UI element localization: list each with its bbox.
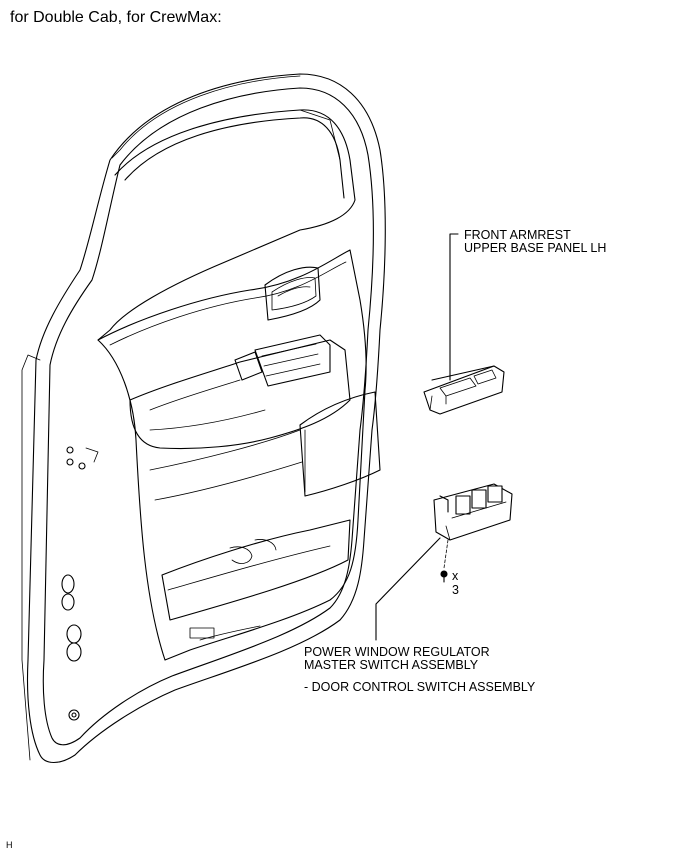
switch-label-line2: MASTER SWITCH ASSEMBLY bbox=[304, 658, 479, 672]
page-heading: for Double Cab, for CrewMax: bbox=[10, 9, 222, 26]
armrest-label-line1: FRONT ARMREST bbox=[464, 228, 571, 242]
window-frame bbox=[97, 109, 356, 341]
hinge-holes bbox=[61, 446, 99, 721]
corner-mark: H bbox=[6, 840, 13, 850]
switch-leader-line bbox=[375, 537, 441, 641]
armrest-leader-line bbox=[449, 233, 459, 381]
switch-label-line1: POWER WINDOW REGULATOR bbox=[304, 645, 490, 659]
master-switch-assembly bbox=[433, 483, 513, 569]
screw-times-label: x bbox=[452, 569, 459, 583]
door-outer-frame bbox=[21, 73, 386, 764]
armrest-upper-base-panel bbox=[423, 365, 505, 415]
screw-count-label: 3 bbox=[452, 583, 459, 597]
armrest-label-line2: UPPER BASE PANEL LH bbox=[464, 241, 607, 255]
switch-label-line3: - DOOR CONTROL SWITCH ASSEMBLY bbox=[304, 680, 536, 694]
screw-fastener bbox=[440, 570, 448, 583]
door-trim-panel bbox=[97, 249, 381, 661]
